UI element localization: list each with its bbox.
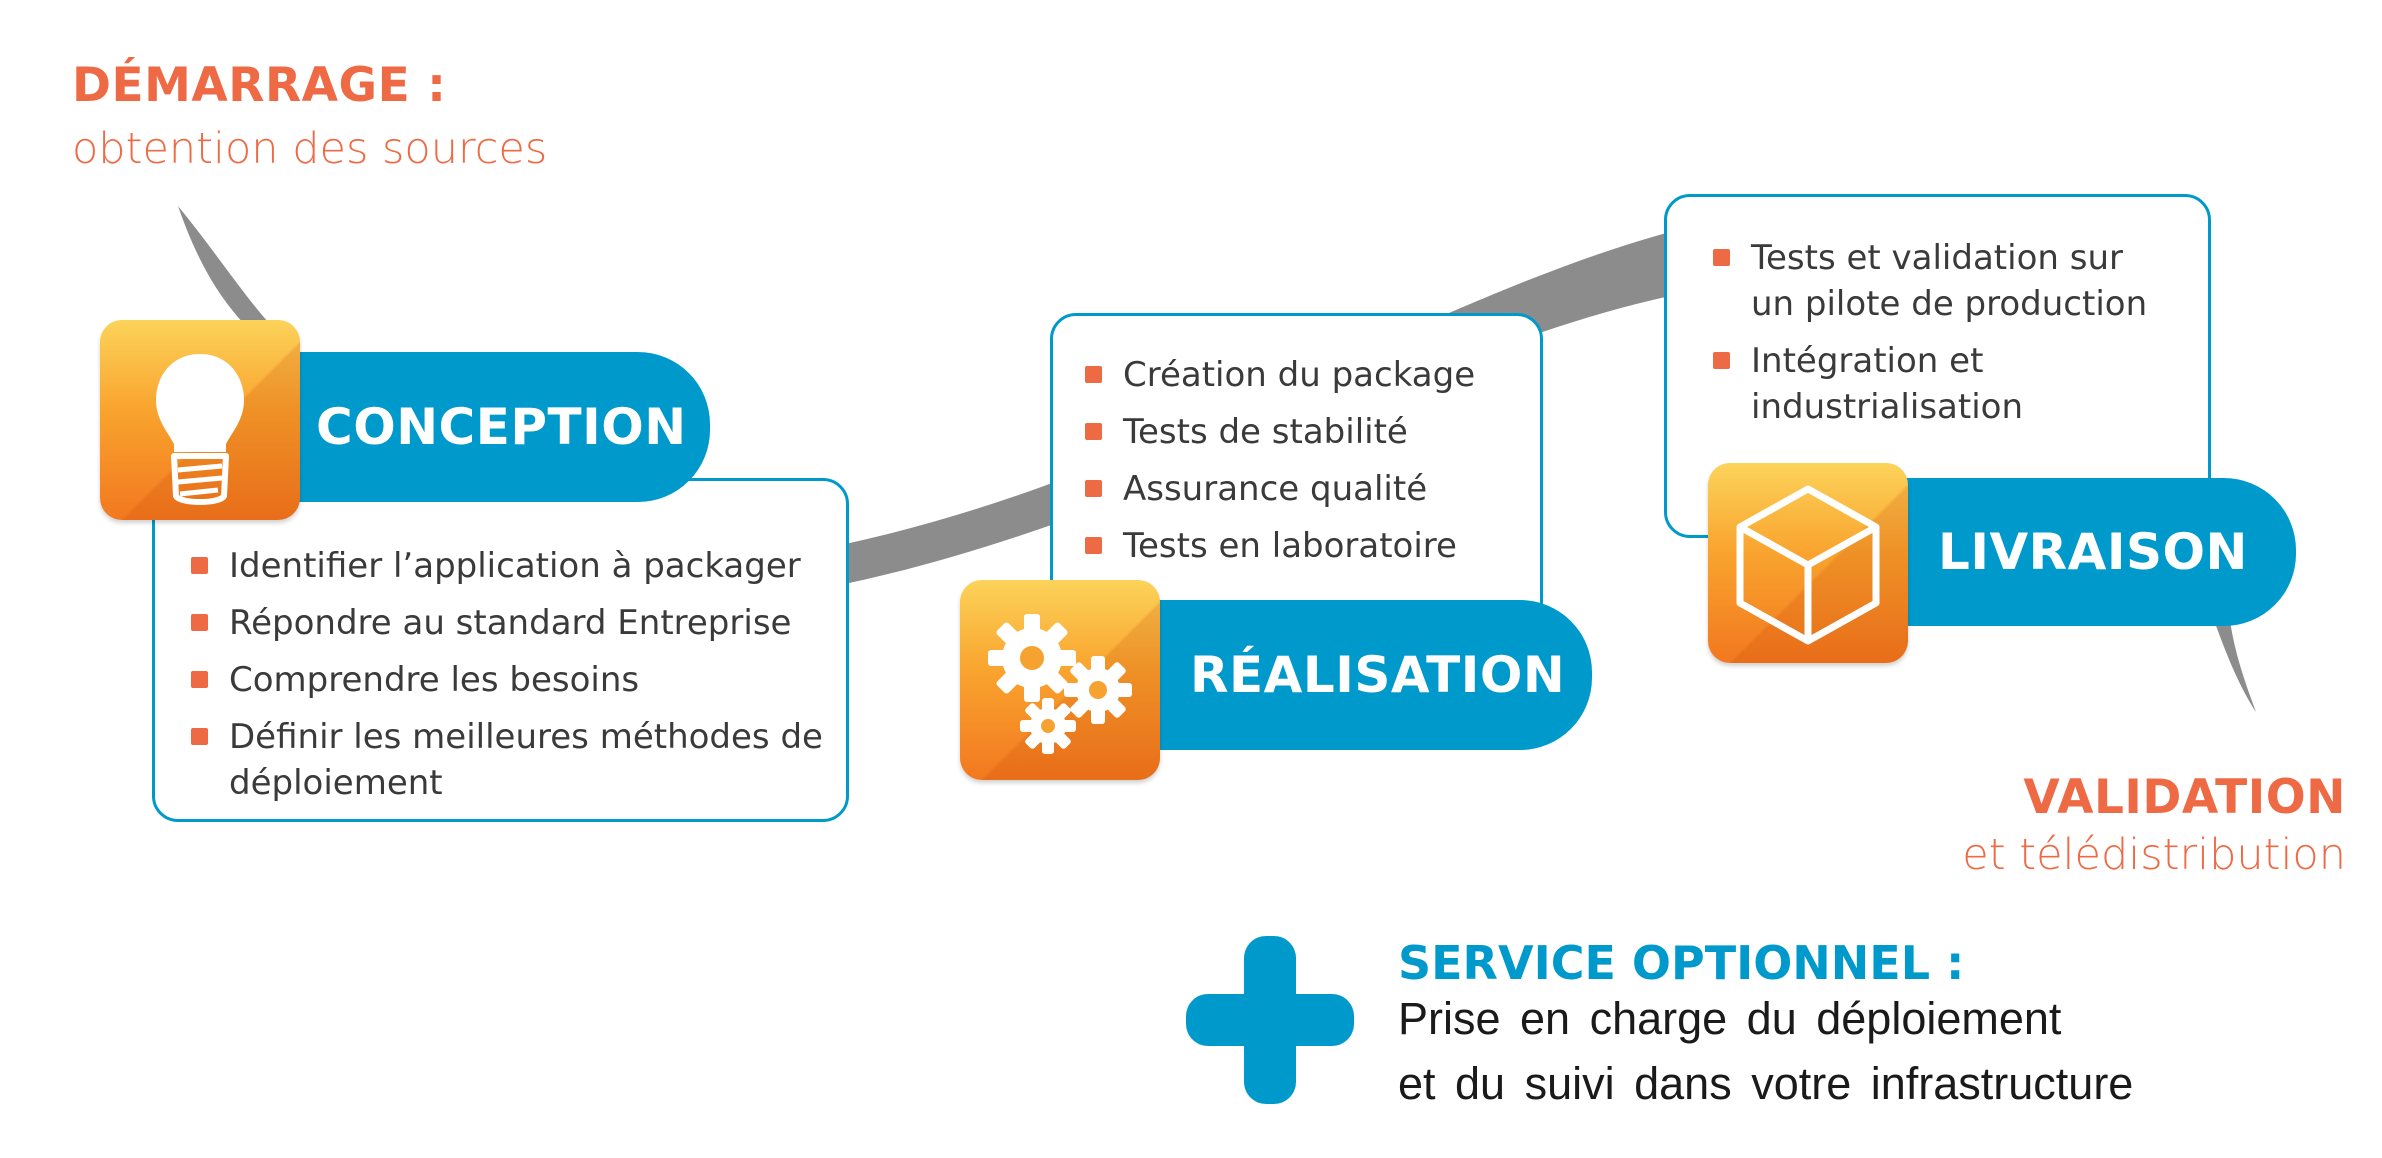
realisation-icon-tile [960, 580, 1160, 780]
cube-icon [1736, 485, 1880, 645]
end-title: VALIDATION [2023, 770, 2346, 825]
plus-icon [1186, 936, 1354, 1104]
realisation-card: Création du package Tests de stabilité A… [1050, 313, 1543, 633]
realisation-list: Création du package Tests de stabilité A… [1085, 352, 1520, 569]
list-item: Tests en laboratoire [1085, 523, 1520, 569]
list-item: Identifier l’application à packager [191, 543, 826, 589]
conception-banner: CONCEPTION [270, 352, 710, 502]
list-item: Création du package [1085, 352, 1520, 398]
optional-service-line-1: Prise en charge du déploiement [1398, 993, 2062, 1044]
conception-icon-tile [100, 320, 300, 520]
conception-title: CONCEPTION [316, 398, 687, 456]
curve-end-tail [2214, 620, 2256, 712]
conception-list: Identifier l’application à packager Répo… [191, 543, 826, 806]
optional-service-line-2: et du suivi dans votre infrastructure [1398, 1058, 2134, 1109]
gears-icon [988, 614, 1132, 754]
start-subtitle: obtention des sources [72, 124, 548, 174]
list-item: Assurance qualité [1085, 466, 1520, 512]
optional-service-title: SERVICE OPTIONNEL : [1398, 936, 1965, 990]
livraison-banner: LIVRAISON [1860, 478, 2296, 626]
livraison-list: Tests et validation sur un pilote de pro… [1713, 235, 2188, 430]
list-item: Répondre au standard Entreprise [191, 600, 826, 646]
realisation-banner: RÉALISATION [1140, 600, 1592, 750]
curve-start-tail [178, 206, 268, 330]
conception-card: Identifier l’application à packager Répo… [152, 478, 849, 822]
list-item: Définir les meilleures méthodes de déplo… [191, 714, 826, 806]
start-title: DÉMARRAGE : [72, 58, 447, 113]
lightbulb-icon [156, 354, 244, 505]
livraison-icon-tile [1708, 463, 1908, 663]
list-item: Intégration et industrialisation [1713, 338, 2051, 430]
end-subtitle: et télédistribution [1962, 830, 2346, 880]
list-item: Comprendre les besoins [191, 657, 826, 703]
livraison-title: LIVRAISON [1938, 523, 2248, 581]
realisation-title: RÉALISATION [1190, 646, 1566, 704]
list-item: Tests de stabilité [1085, 409, 1520, 455]
list-item: Tests et validation sur un pilote de pro… [1713, 235, 2151, 327]
